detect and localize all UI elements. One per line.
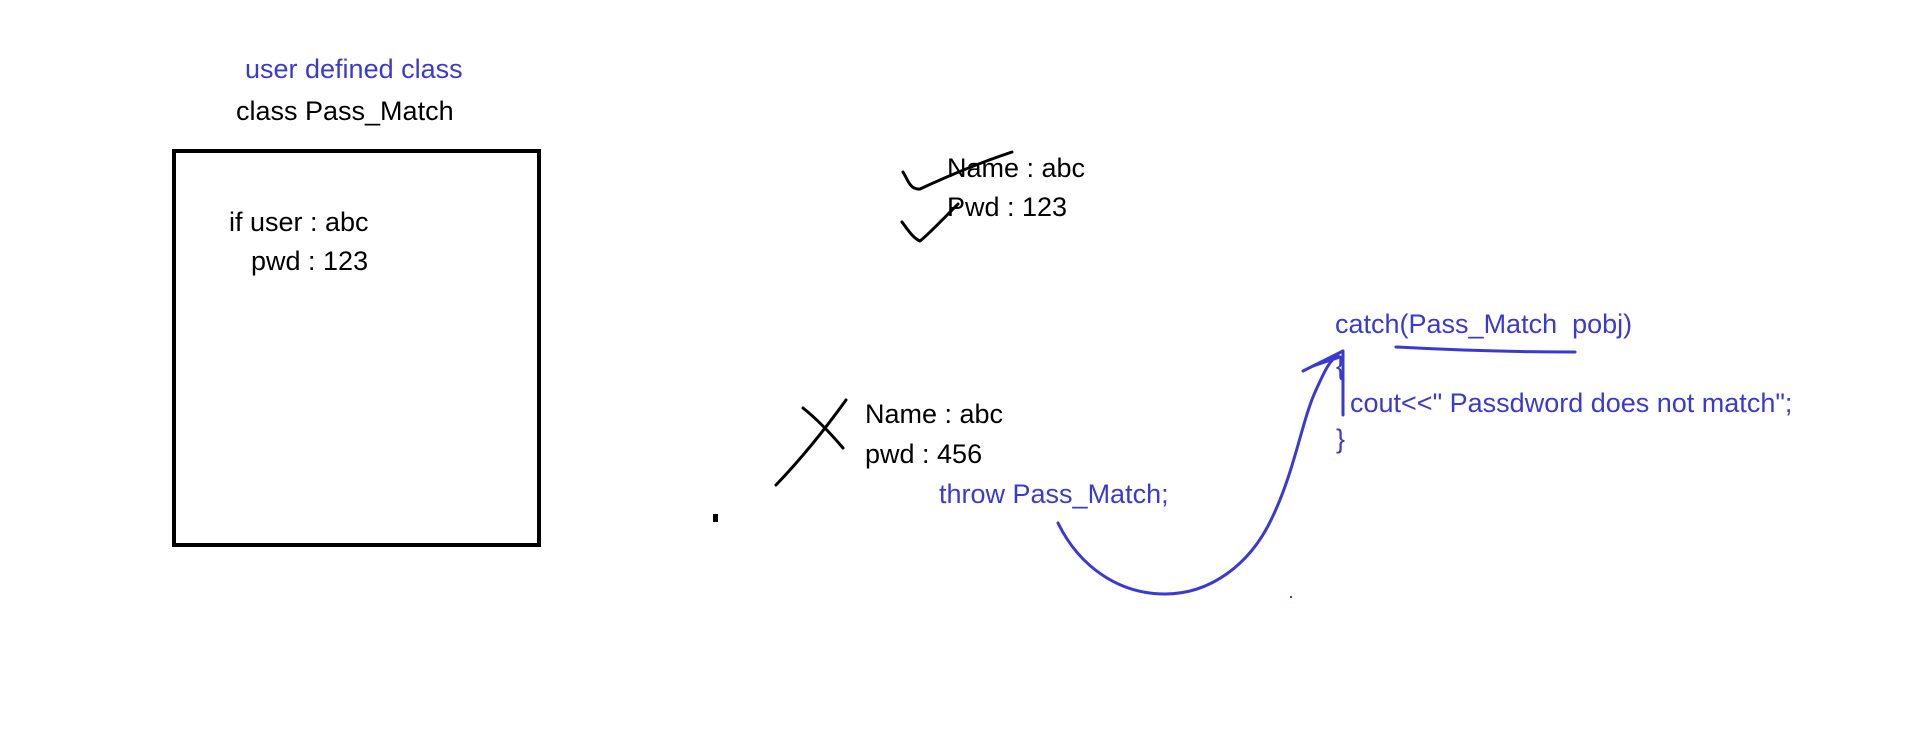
catch-underline bbox=[1394, 345, 1577, 354]
catch-brace-close: } bbox=[1336, 424, 1346, 454]
ink-dot bbox=[713, 514, 718, 522]
class-condition-pwd: pwd : 123 bbox=[251, 246, 369, 276]
class-condition-user: if user : abc bbox=[229, 207, 369, 237]
catch-body: cout<<" Passdword does not match"; bbox=[1350, 388, 1793, 418]
ink-dot-small bbox=[1290, 596, 1292, 598]
valid-name: Name : abc bbox=[947, 153, 1086, 183]
class-caption: user defined class bbox=[245, 54, 463, 84]
invalid-pwd: pwd : 456 bbox=[865, 439, 983, 469]
class-box bbox=[172, 149, 541, 547]
invalid-name: Name : abc bbox=[865, 399, 1004, 429]
throw-to-catch-arrow-icon bbox=[1056, 349, 1345, 596]
cross-mark-icon bbox=[774, 398, 848, 487]
throw-statement: throw Pass_Match; bbox=[939, 479, 1169, 509]
check-mark-icon bbox=[900, 150, 1014, 243]
class-title: class Pass_Match bbox=[236, 96, 454, 126]
catch-signature: catch(Pass_Match pobj) bbox=[1335, 309, 1633, 339]
catch-brace-open: { bbox=[1336, 351, 1346, 381]
